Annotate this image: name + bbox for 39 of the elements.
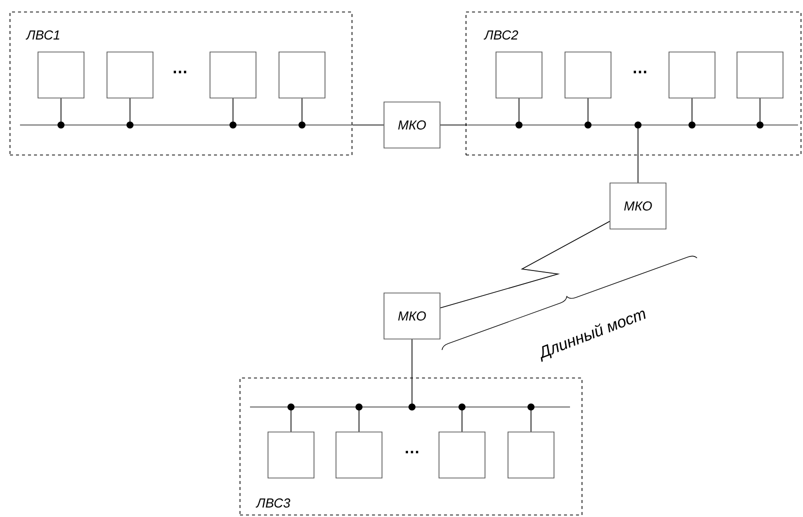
connector	[688, 98, 696, 128]
station-box	[106, 52, 154, 98]
station-box	[508, 432, 554, 478]
frame-heading: ЛВС2	[484, 30, 518, 40]
connector	[298, 98, 306, 128]
bus-line	[20, 124, 352, 126]
frame-heading: ЛВС3	[256, 498, 290, 508]
connector	[634, 122, 642, 183]
station-box	[438, 432, 486, 478]
connector	[440, 124, 468, 126]
station-box	[564, 52, 612, 98]
station-box	[336, 432, 382, 478]
connector	[408, 339, 416, 410]
station-box	[268, 432, 314, 478]
device-box: МКО	[610, 182, 666, 230]
connector	[584, 98, 592, 128]
connector	[528, 404, 534, 432]
station-box	[210, 52, 256, 98]
connector	[356, 404, 362, 432]
connector	[288, 404, 294, 432]
station-box	[496, 52, 542, 98]
device-box: МКО	[384, 292, 440, 340]
connector	[440, 221, 610, 308]
station-box	[668, 52, 716, 98]
connector	[230, 98, 236, 128]
connector	[458, 404, 466, 432]
connector	[756, 98, 764, 128]
connector	[58, 98, 64, 128]
ellipsis: …	[634, 70, 646, 74]
connector	[126, 98, 134, 128]
frame-heading: ЛВС1	[26, 30, 60, 40]
station-box	[736, 52, 784, 98]
device-box: МКО	[384, 102, 440, 148]
station-box	[38, 52, 84, 98]
ellipsis: …	[174, 70, 186, 74]
station-box	[278, 52, 326, 98]
ellipsis: …	[406, 450, 418, 454]
connector	[516, 98, 522, 128]
connector	[352, 124, 384, 126]
